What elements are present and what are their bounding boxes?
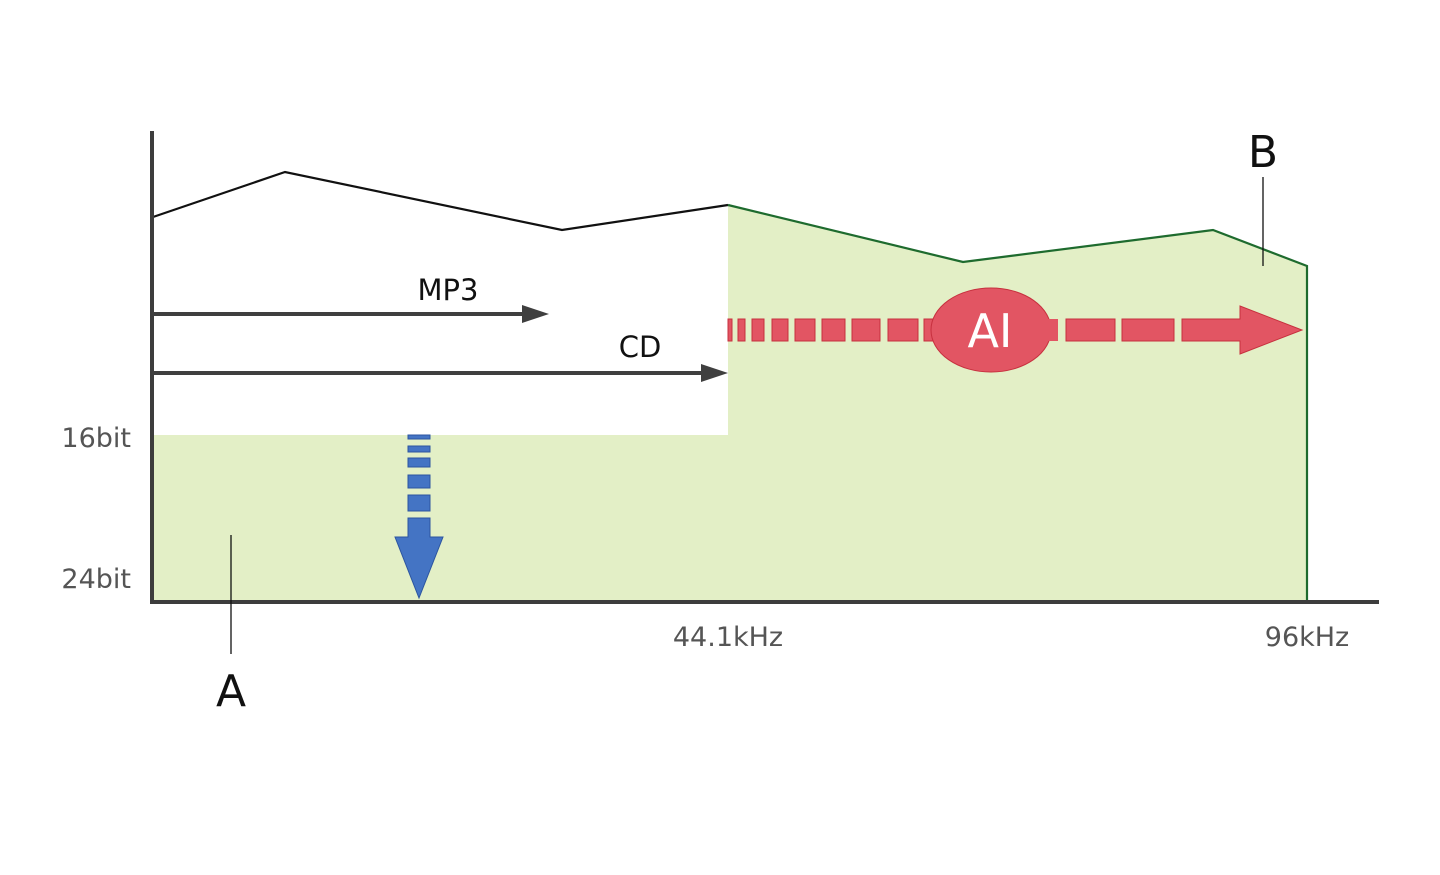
y-label-24bit: 24bit	[61, 564, 131, 595]
ai-label: AI	[967, 304, 1012, 358]
ai-frequency-upscale-arrow	[727, 287, 1304, 373]
x-label-44-1khz: 44.1kHz	[673, 622, 783, 653]
frequency-extension-area	[728, 205, 1307, 601]
callout-a-label: A	[216, 666, 246, 717]
bit-depth-upscale-arrow	[394, 434, 444, 600]
mp3-arrow-head-icon	[522, 305, 549, 323]
bit-depth-extension-area	[154, 435, 730, 601]
callout-b-label: B	[1248, 127, 1278, 178]
mp3-label: MP3	[418, 273, 479, 307]
extended-waveform-line	[727, 203, 1309, 601]
x-label-96khz: 96kHz	[1265, 622, 1349, 653]
cd-range-arrow	[152, 364, 728, 382]
cd-label: CD	[619, 330, 662, 364]
original-waveform-line	[152, 170, 729, 232]
cd-arrow-head-icon	[701, 364, 728, 382]
mp3-range-arrow	[152, 305, 549, 323]
bit-depth-arrow-head-icon	[394, 517, 444, 600]
ai-arrow-head-icon	[1181, 305, 1304, 355]
y-label-16bit: 16bit	[61, 423, 131, 454]
